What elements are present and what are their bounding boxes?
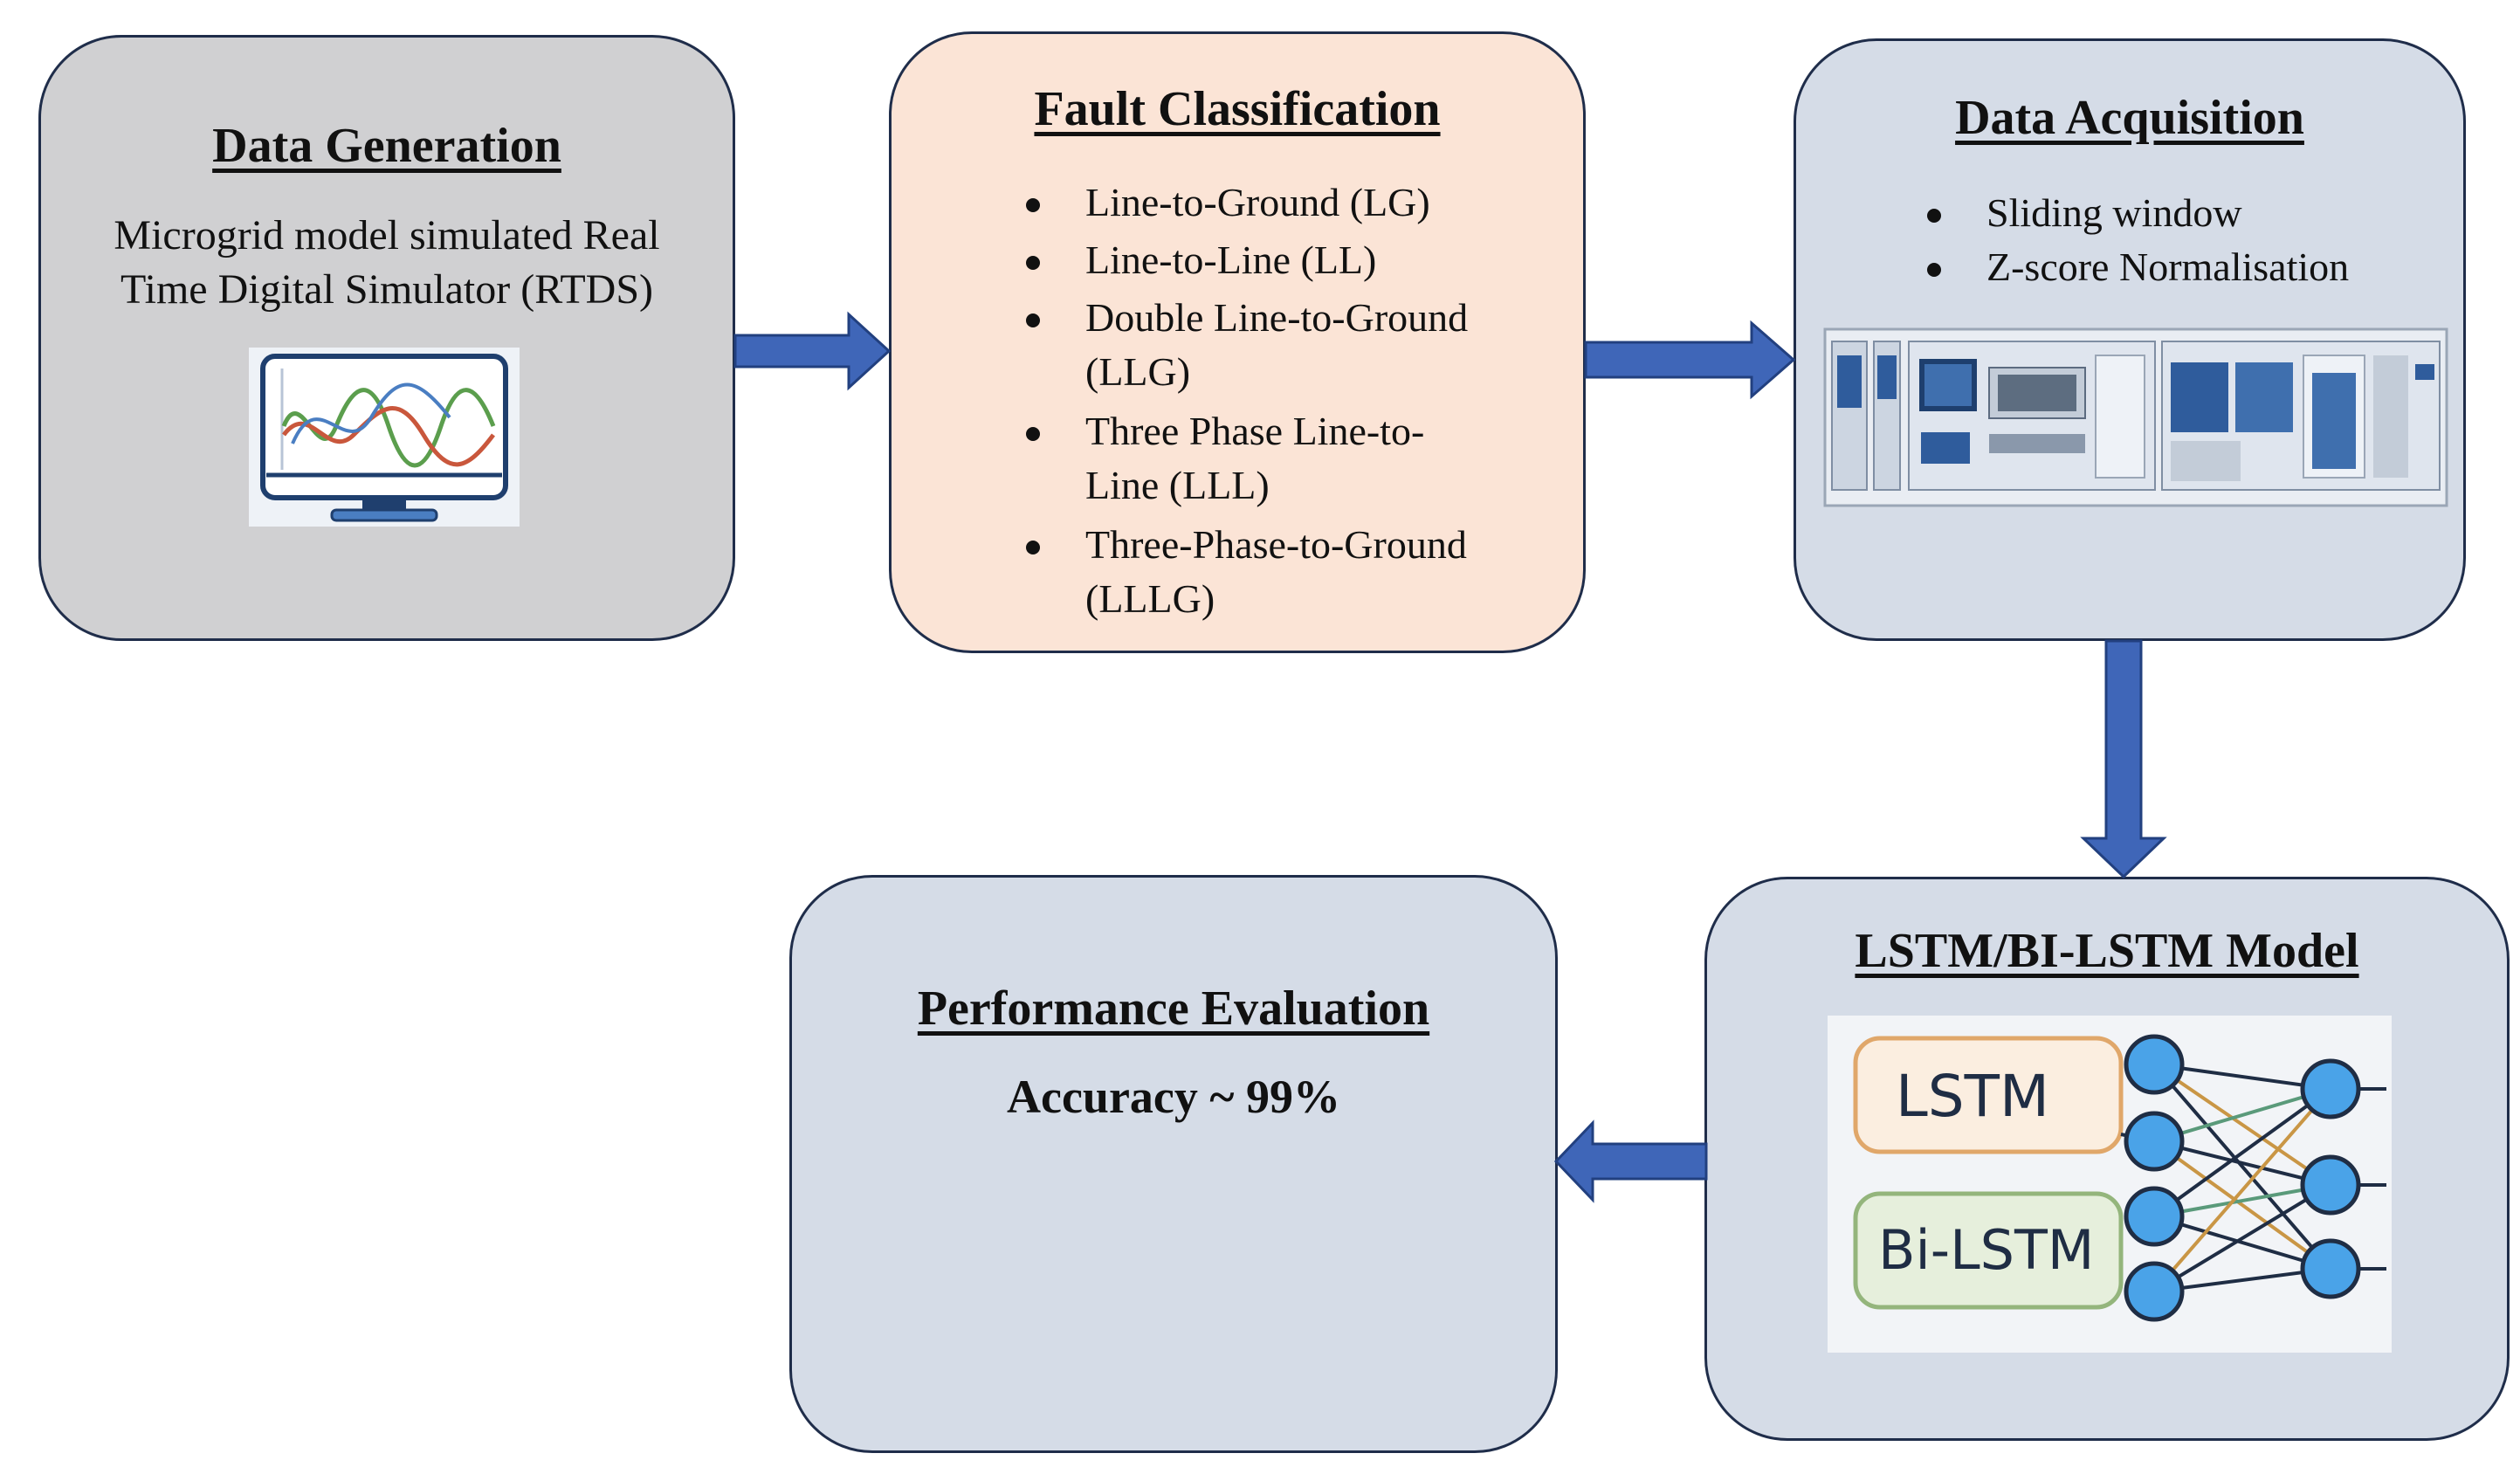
data-generation-box: Data Generation Microgrid model simulate… [38,35,735,641]
neural-network-icon: LSTM Bi-LSTM [1828,1016,2392,1353]
model-box: LSTM/BI-LSTM Model LSTM Bi-LSTM [1704,877,2510,1441]
output-node [2300,1154,2361,1216]
monitor-waveform-icon [249,348,520,527]
model-title: LSTM/BI-LSTM Model [1855,924,2359,978]
performance-evaluation-title: Performance Evaluation [917,982,1430,1036]
arrow-generation-to-classification [733,311,892,391]
fault-type-item: Line-to-Ground (LG) [1025,176,1468,230]
fault-type-item: Three-Phase-to-Ground(LLLG) [1025,518,1468,626]
fault-type-item: Double Line-to-Ground(LLG) [1025,291,1468,399]
input-node [2124,1186,2185,1247]
fault-classification-title: Fault Classification [1034,82,1441,136]
fault-classification-box: Fault Classification Line-to-Ground (LG)… [889,31,1586,653]
data-generation-text: Microgrid model simulated Real Time Digi… [41,209,733,317]
arrow-acquisition-to-model [2080,639,2167,879]
preprocessing-item: Sliding window [1926,186,2349,240]
fault-type-item: Three Phase Line-to-Line (LLL) [1025,404,1468,513]
preprocessing-list: Sliding window Z-score Normalisation [1926,186,2349,294]
rtds-hardware-rack-icon [1823,327,2448,507]
fault-type-list: Line-to-Ground (LG) Line-to-Line (LL) Do… [1025,176,1468,626]
performance-evaluation-box: Performance Evaluation Accuracy ~ 99% [789,875,1558,1453]
output-node [2300,1238,2361,1299]
arrow-model-to-evaluation [1553,1119,1708,1203]
data-generation-line-2: Time Digital Simulator (RTDS) [120,266,654,313]
data-acquisition-box: Data Acquisition Sliding window Z-score … [1794,38,2466,641]
input-node [2124,1261,2185,1322]
arrow-classification-to-acquisition [1584,320,1796,400]
output-node [2300,1058,2361,1119]
data-acquisition-title: Data Acquisition [1955,91,2304,145]
lstm-label: LSTM [1896,1063,2049,1130]
fault-type-item: Line-to-Line (LL) [1025,233,1468,287]
input-node [2124,1111,2185,1172]
bilstm-label: Bi-LSTM [1878,1218,2094,1282]
data-generation-line-1: Microgrid model simulated Real [114,212,660,258]
data-generation-title: Data Generation [212,119,561,173]
accuracy-text: Accuracy ~ 99% [1007,1071,1340,1123]
preprocessing-item: Z-score Normalisation [1926,240,2349,294]
input-node [2124,1034,2185,1095]
